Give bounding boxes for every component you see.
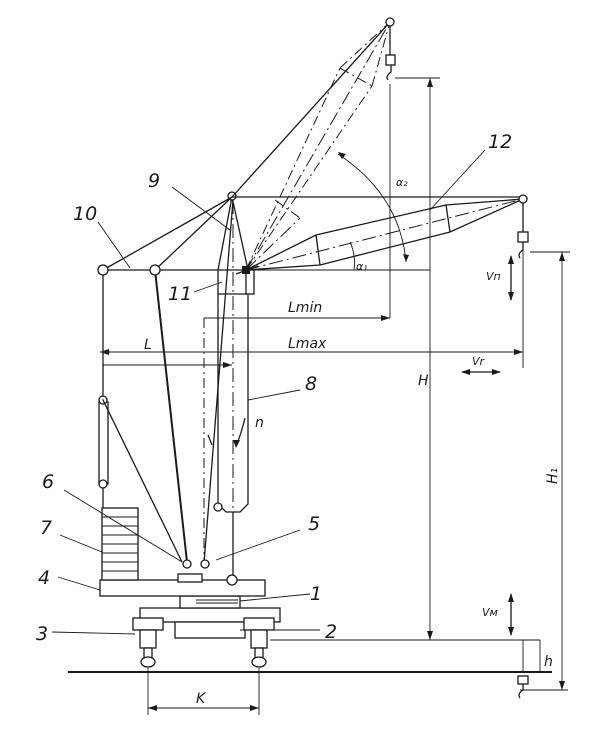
callout-10: 10 xyxy=(73,203,97,225)
turntable-platform xyxy=(99,573,266,604)
speed-arrows xyxy=(461,255,514,636)
label-Lmin: Lmin xyxy=(288,300,322,316)
k-dimension xyxy=(147,668,260,715)
callout-9: 9 xyxy=(148,170,160,192)
label-Vn: Vп xyxy=(486,270,501,283)
label-alpha1: α₁ xyxy=(356,260,368,273)
callout-11: 11 xyxy=(168,283,192,305)
backstay-rigging xyxy=(97,196,246,276)
label-H: H xyxy=(418,373,429,389)
jib-upper-position xyxy=(245,17,396,318)
callout-6: 6 xyxy=(42,471,54,493)
callout-1: 1 xyxy=(310,583,322,605)
label-alpha2: α₂ xyxy=(396,176,408,189)
h1-dimension xyxy=(517,251,570,699)
callout-leaders xyxy=(51,149,486,635)
callout-5: 5 xyxy=(308,513,320,535)
label-n: n xyxy=(255,415,264,431)
callout-2: 2 xyxy=(325,621,337,643)
label-Vm: Vм xyxy=(482,606,498,619)
label-Lmax: Lmax xyxy=(288,336,327,352)
carriage-frame xyxy=(132,595,281,668)
label-K: K xyxy=(196,691,207,707)
callout-7: 7 xyxy=(40,517,52,539)
tower-mast xyxy=(213,191,255,586)
height-dimension xyxy=(270,77,540,641)
dimension-labels: L Lmin Lmax H H₁ h K Vп Vr Vм n α₁ α₂ xyxy=(144,176,561,707)
callout-8: 8 xyxy=(305,373,317,395)
label-Vr: Vr xyxy=(472,355,486,368)
counterweight xyxy=(101,507,139,581)
label-H1: H₁ xyxy=(545,468,561,484)
jib-lower-position xyxy=(245,194,529,271)
callout-3: 3 xyxy=(36,623,48,645)
support-struts xyxy=(102,199,234,569)
callout-12: 12 xyxy=(488,131,512,153)
callout-numbers: 1 2 3 4 5 6 7 8 9 10 11 12 xyxy=(36,131,512,645)
angle-arcs xyxy=(246,152,430,271)
jib-pendants xyxy=(231,21,523,198)
rotation-arrows xyxy=(207,417,246,448)
label-L: L xyxy=(144,337,152,353)
dimension-lines xyxy=(100,242,524,400)
callout-4: 4 xyxy=(38,567,50,589)
label-h: h xyxy=(544,654,553,670)
counterweight-pendant xyxy=(98,270,109,508)
